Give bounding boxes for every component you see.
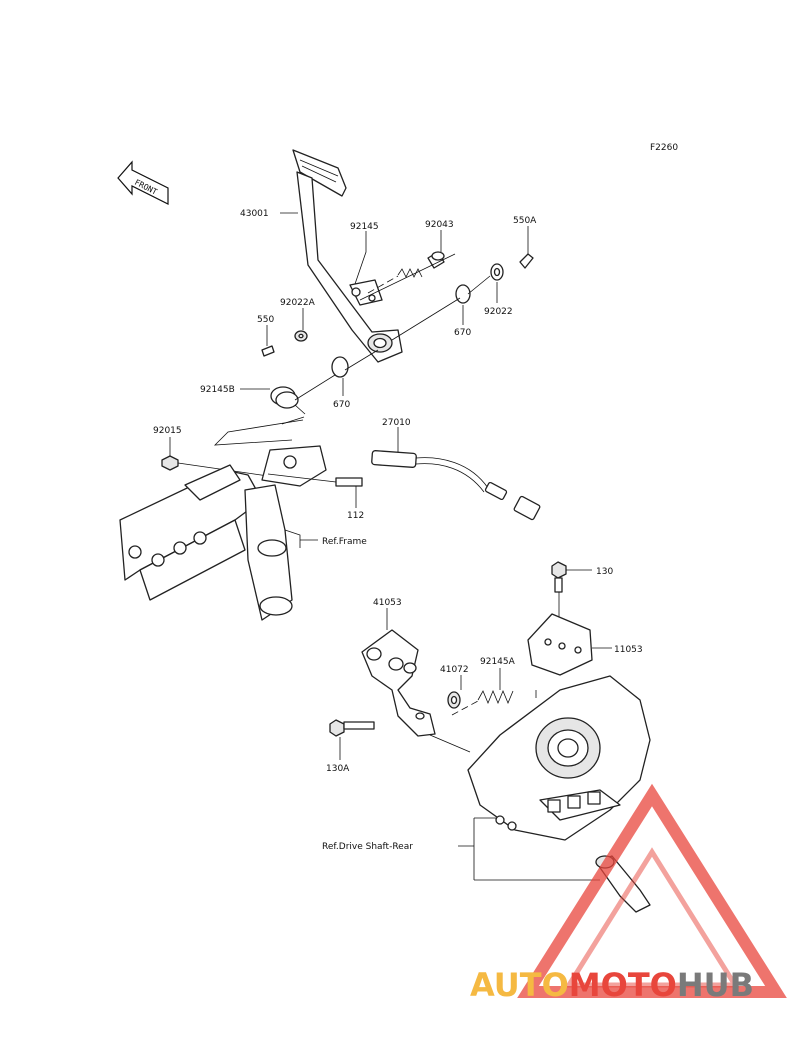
- label-92145: 92145: [350, 222, 379, 232]
- label-11053: 11053: [614, 645, 643, 655]
- label-550a: 550A: [513, 216, 537, 226]
- watermark-triangle-inner: [564, 847, 740, 988]
- figure-code: F2260: [650, 143, 678, 153]
- o-ring-drawing: [331, 284, 471, 378]
- bolt-130a-drawing: [329, 719, 375, 737]
- label-550: 550: [257, 315, 274, 325]
- watermark-moto: MOTO: [569, 966, 677, 1004]
- label-92015: 92015: [153, 426, 182, 436]
- label-leader-lines: [169, 212, 529, 760]
- assembly-guide-lines: [213, 253, 491, 446]
- label-41072: 41072: [440, 665, 469, 675]
- washer-and-pin-drawing: [490, 253, 534, 281]
- label-92022: 92022: [484, 307, 513, 317]
- label-670-lower: 670: [333, 400, 350, 410]
- bracket-and-bolt-drawing: [261, 445, 363, 487]
- label-130a: 130A: [326, 764, 350, 774]
- spring-92145a-drawing: [451, 689, 514, 716]
- label-92145a: 92145A: [480, 657, 516, 667]
- pin-92043-drawing: [427, 251, 445, 269]
- label-43001: 43001: [240, 209, 269, 219]
- label-92043: 92043: [425, 220, 454, 230]
- label-92022a: 92022A: [280, 298, 316, 308]
- spring-92145-drawing: [367, 268, 423, 294]
- label-130: 130: [596, 567, 613, 577]
- label-ref-drive-shaft-rear: Ref.Drive Shaft-Rear: [322, 842, 413, 852]
- part-labels: 43001 92145 92043 550A 92022A 550 670 92…: [153, 209, 643, 852]
- bracket-11053-drawing: [527, 613, 612, 676]
- torsion-spring-92145b-drawing: [270, 386, 306, 415]
- washer-92022a-drawing: [261, 330, 308, 357]
- label-41053: 41053: [373, 598, 402, 608]
- frame-section-drawing: [119, 464, 318, 621]
- collar-41072-drawing: [447, 691, 461, 709]
- label-ref-frame: Ref.Frame: [322, 537, 367, 547]
- watermark-auto: AUTO: [470, 966, 569, 1004]
- watermark-logo: AUTOMOTOHUB: [470, 783, 787, 1004]
- drive-shaft-housing-drawing: [429, 675, 651, 841]
- label-670-upper: 670: [454, 328, 471, 338]
- brake-switch-27010-drawing: [371, 450, 541, 521]
- watermark-text: AUTOMOTOHUB: [470, 966, 754, 1004]
- label-112: 112: [347, 511, 364, 521]
- watermark-hub: HUB: [677, 966, 754, 1004]
- front-direction-arrow: FRONT: [117, 160, 169, 205]
- lever-41053-drawing: [361, 608, 436, 737]
- label-27010: 27010: [382, 418, 411, 428]
- drive-shaft-ref-lines: [458, 817, 600, 881]
- brake-pedal-drawing: [292, 149, 403, 363]
- watermark-triangle-outer: [517, 783, 787, 998]
- label-92145b: 92145B: [200, 385, 235, 395]
